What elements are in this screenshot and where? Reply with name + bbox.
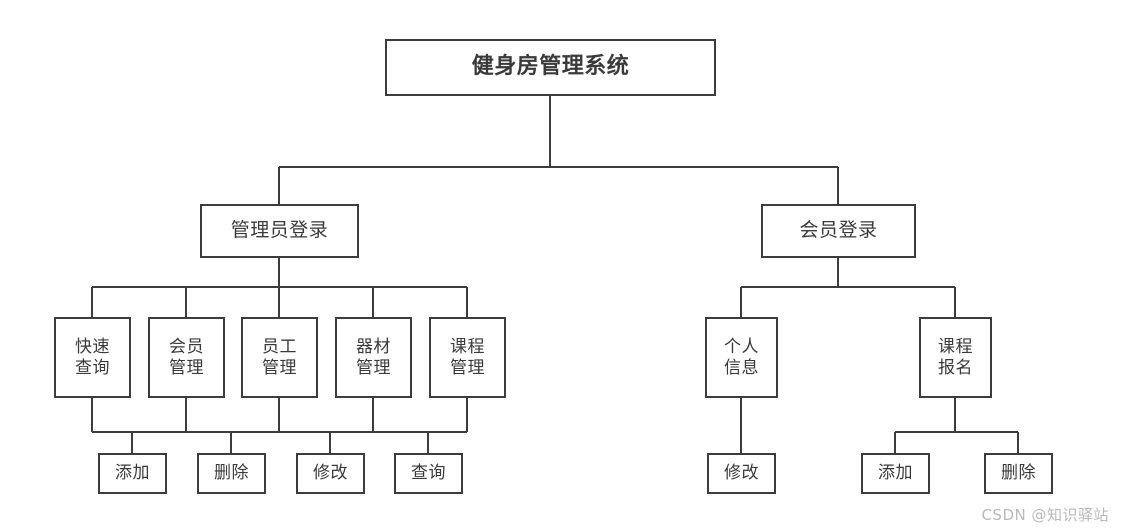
node-admin-action-modify-label: 修改 (313, 463, 348, 484)
node-member-login-label: 会员登录 (799, 219, 878, 242)
node-admin-module-course-management[interactable]: 课程 管理 (429, 317, 506, 398)
node-member-action-delete-label: 删除 (1001, 463, 1036, 484)
node-root-label: 健身房管理系统 (471, 54, 630, 80)
node-member-module-course-registration[interactable]: 课程 报名 (919, 317, 992, 398)
node-admin-login[interactable]: 管理员登录 (200, 204, 359, 258)
node-admin-action-query-label: 查询 (411, 463, 446, 484)
node-root[interactable]: 健身房管理系统 (385, 39, 716, 96)
node-admin-module-quick-query-label: 快速 查询 (75, 336, 110, 378)
node-admin-module-equipment-management-label: 器材 管理 (356, 336, 391, 378)
node-admin-module-member-management-label: 会员 管理 (169, 336, 204, 378)
watermark: CSDN @知识驿站 (981, 506, 1109, 524)
node-admin-action-delete-label: 删除 (214, 463, 249, 484)
node-admin-module-quick-query[interactable]: 快速 查询 (54, 317, 131, 398)
node-member-module-personal-info[interactable]: 个人 信息 (705, 317, 778, 398)
node-member-action-delete[interactable]: 删除 (984, 453, 1053, 494)
node-admin-module-staff-management-label: 员工 管理 (262, 336, 297, 378)
node-admin-action-modify[interactable]: 修改 (296, 453, 365, 494)
node-admin-module-equipment-management[interactable]: 器材 管理 (335, 317, 412, 398)
node-admin-action-add[interactable]: 添加 (98, 453, 167, 494)
node-member-action-modify[interactable]: 修改 (707, 453, 776, 494)
node-admin-action-query[interactable]: 查询 (394, 453, 463, 494)
node-member-action-add-label: 添加 (878, 463, 913, 484)
node-member-module-personal-info-label: 个人 信息 (724, 336, 759, 378)
node-admin-module-course-management-label: 课程 管理 (450, 336, 485, 378)
node-admin-module-member-management[interactable]: 会员 管理 (148, 317, 225, 398)
node-admin-action-add-label: 添加 (115, 463, 150, 484)
node-member-module-course-registration-label: 课程 报名 (938, 336, 973, 378)
node-member-action-modify-label: 修改 (724, 463, 759, 484)
node-member-login[interactable]: 会员登录 (761, 204, 916, 258)
node-member-action-add[interactable]: 添加 (861, 453, 930, 494)
node-admin-module-staff-management[interactable]: 员工 管理 (241, 317, 318, 398)
node-admin-action-delete[interactable]: 删除 (197, 453, 266, 494)
node-admin-login-label: 管理员登录 (230, 219, 329, 242)
